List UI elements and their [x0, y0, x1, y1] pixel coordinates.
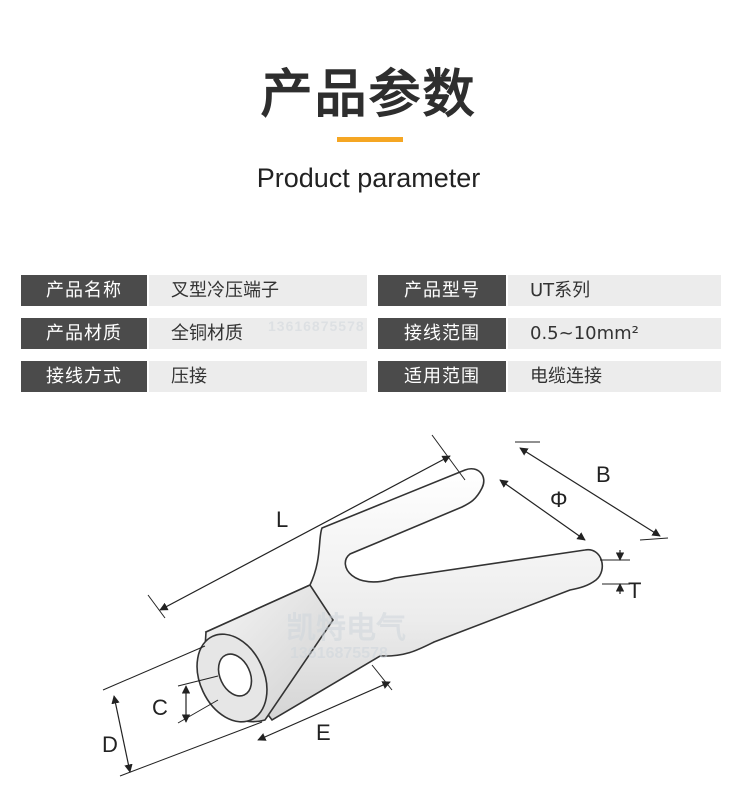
spec-row: 产品名称 叉型冷压端子 产品型号 UT系列	[21, 275, 721, 306]
watermark: 凯特电气 13616875578	[286, 612, 406, 662]
dimension-E: E	[257, 664, 393, 745]
spec-label: 接线方式	[21, 361, 147, 392]
spec-value: 叉型冷压端子	[149, 275, 367, 306]
dimension-T: T	[600, 550, 641, 603]
spec-table: 产品名称 叉型冷压端子 产品型号 UT系列 产品材质 全铜材质 接线范围 0.5…	[21, 275, 721, 404]
dimension-D: D	[102, 645, 263, 777]
watermark-phone: 13616875578	[290, 645, 388, 662]
page-subtitle: Product parameter	[256, 163, 481, 193]
title-accent-bar	[337, 137, 403, 142]
terminal-diagram: L B Φ T C	[0, 420, 737, 800]
spec-label: 适用范围	[378, 361, 506, 392]
dimension-C: C	[152, 675, 219, 724]
dimension-phi: Φ	[499, 479, 586, 541]
watermark-brand: 凯特电气	[286, 612, 406, 645]
spec-label: 产品名称	[21, 275, 147, 306]
spec-label: 接线范围	[378, 318, 506, 349]
spec-row: 产品材质 全铜材质 接线范围 0.5~10mm²	[21, 318, 721, 349]
dim-label-B: B	[596, 462, 611, 487]
page-title: 产品参数	[260, 65, 477, 125]
dimension-B: B	[515, 441, 669, 541]
dim-label-phi: Φ	[550, 487, 568, 512]
spec-value: 全铜材质	[149, 318, 367, 349]
spec-row: 接线方式 压接 适用范围 电缆连接	[21, 361, 721, 392]
dim-label-E: E	[316, 720, 331, 745]
spec-label: 产品型号	[378, 275, 506, 306]
spec-value: 0.5~10mm²	[508, 318, 721, 349]
spec-label: 产品材质	[21, 318, 147, 349]
dim-label-C: C	[152, 695, 168, 720]
table-watermark-phone: 13616875578	[268, 318, 365, 334]
dim-label-D: D	[102, 732, 118, 757]
dim-label-L: L	[276, 507, 288, 532]
spec-value: 压接	[149, 361, 367, 392]
spec-value: UT系列	[508, 275, 721, 306]
spec-value: 电缆连接	[508, 361, 721, 392]
dim-label-T: T	[628, 578, 641, 603]
dimension-L: L	[147, 434, 466, 619]
